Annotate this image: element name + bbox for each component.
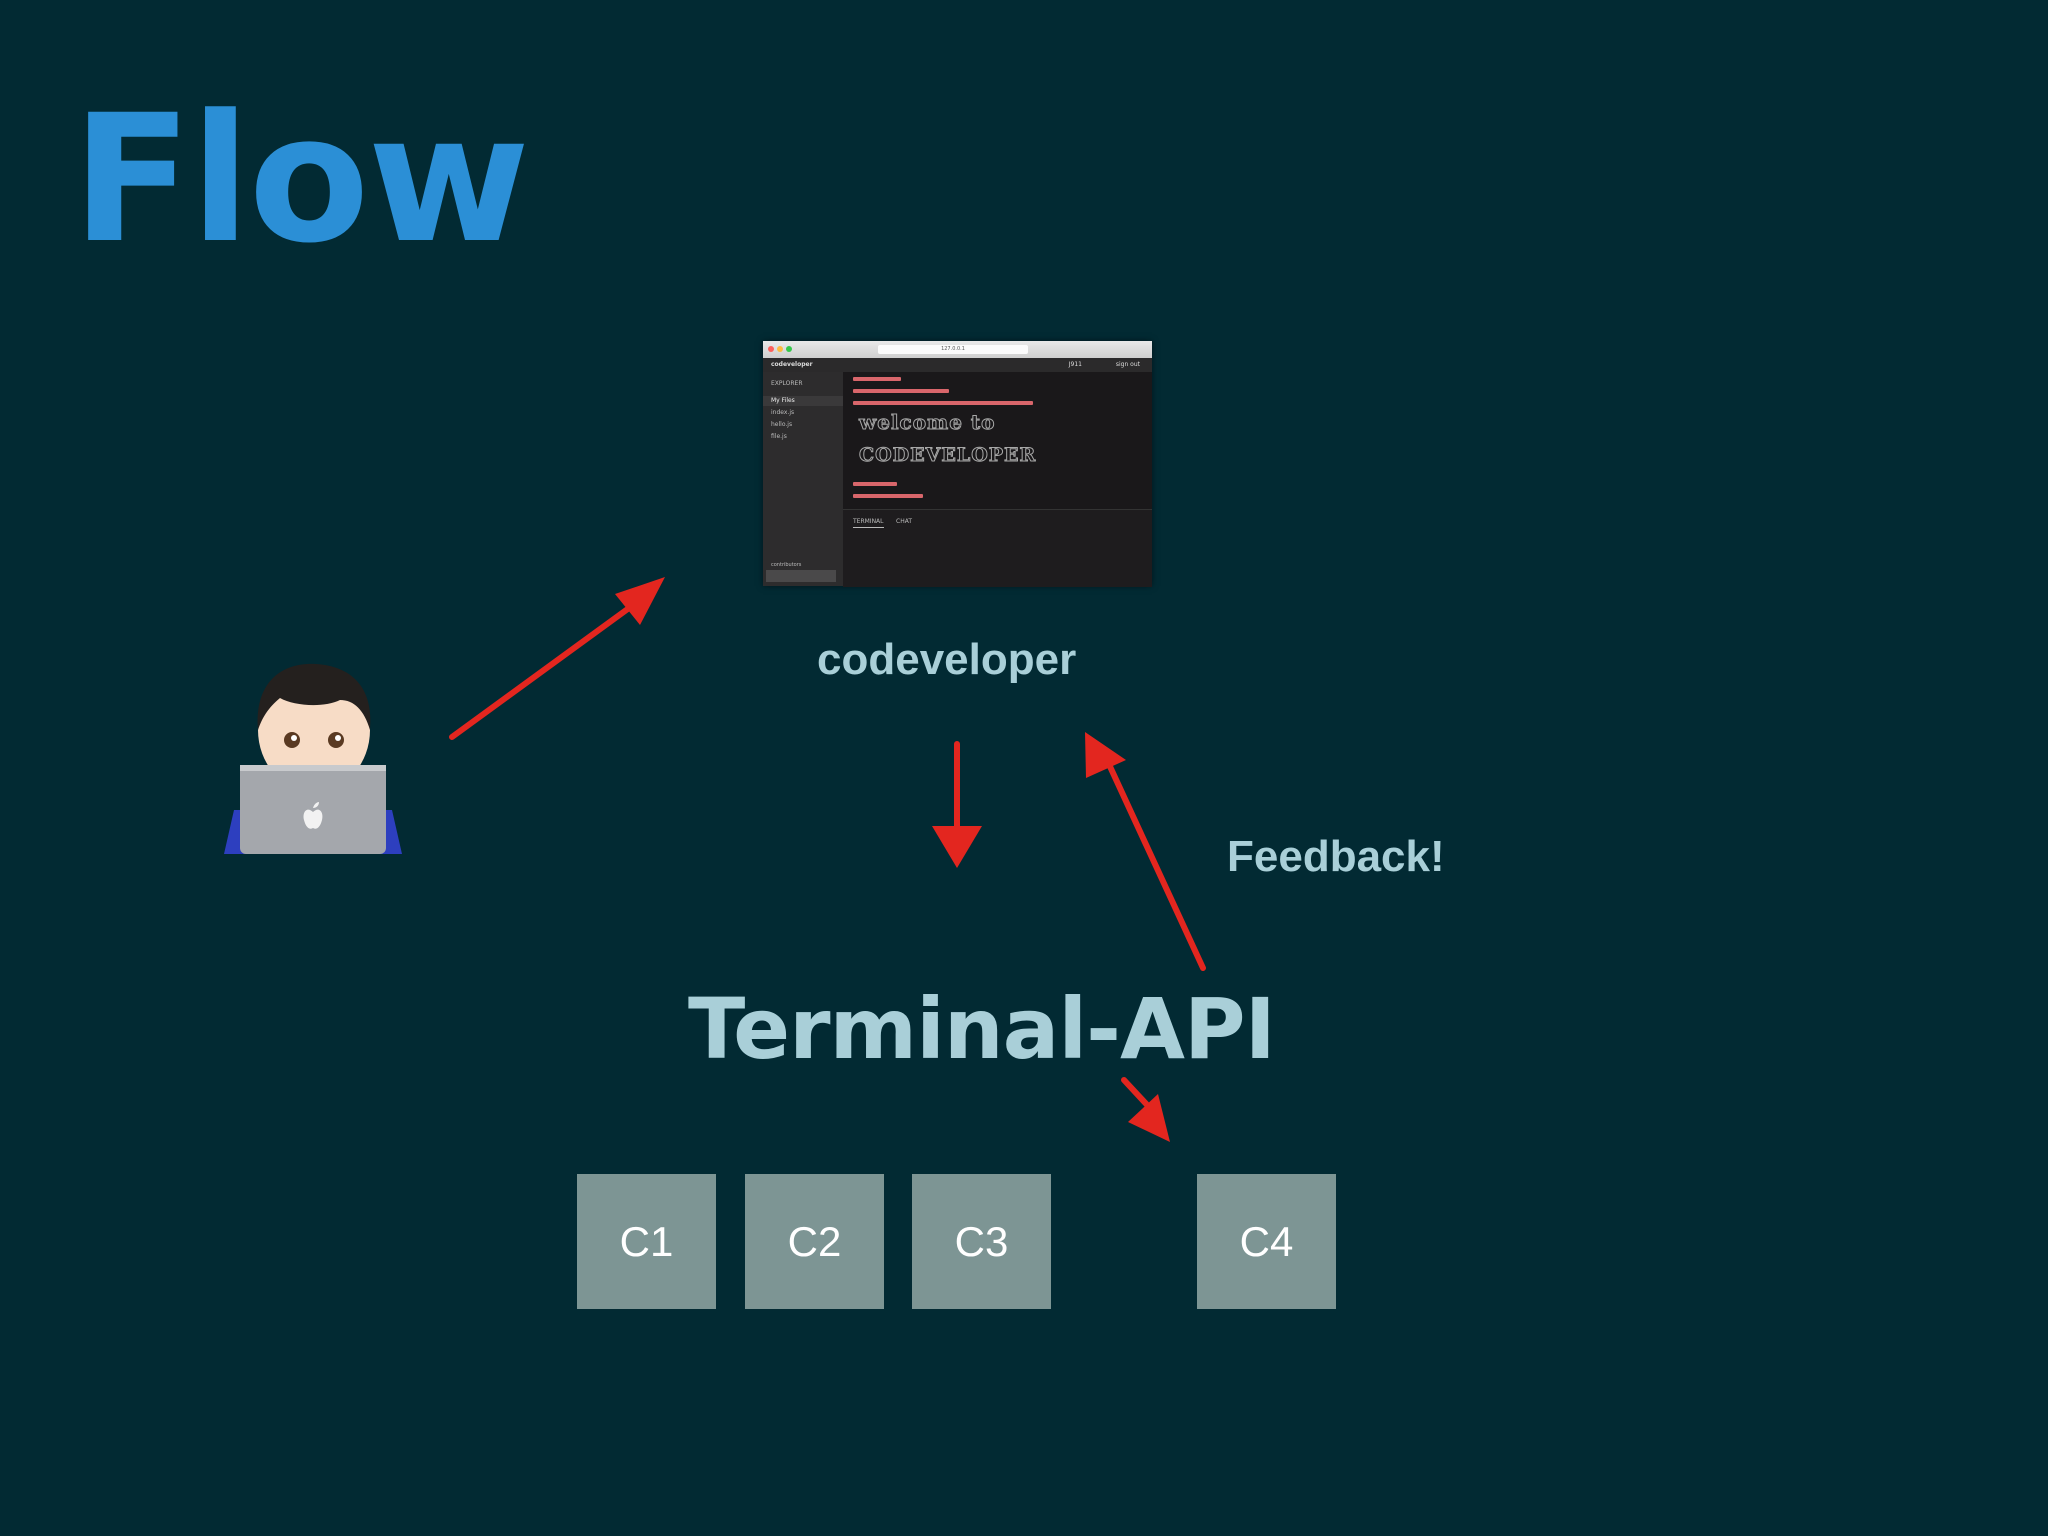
contributors-label: contributors: [771, 562, 802, 568]
feedback-label: Feedback!: [1227, 832, 1445, 881]
user-name: J911: [1068, 361, 1082, 368]
terminal-api-label: Terminal-API: [688, 980, 1276, 1078]
arrow-user-to-codeveloper: [449, 597, 643, 740]
person-with-laptop-icon: [224, 663, 402, 854]
container-c3: C3: [912, 1174, 1051, 1309]
arrow-feedback: [1104, 757, 1206, 971]
ascii-codeveloper: CODEVELOPER: [858, 444, 1037, 467]
tab-terminal: TERMINAL: [853, 518, 884, 528]
container-c2: C2: [745, 1174, 884, 1309]
tab-chat: CHAT: [896, 518, 913, 525]
app-bar: codeveloper J911 sign out: [763, 358, 1152, 372]
ascii-welcome: welcome to: [858, 410, 996, 435]
explorer-header: EXPLORER: [771, 380, 803, 387]
address-bar: 127.0.0.1: [878, 345, 1028, 354]
container-c4: C4: [1197, 1174, 1336, 1309]
maximize-dot-icon: [786, 346, 792, 352]
container-c1: C1: [577, 1174, 716, 1309]
file-item: hello.js: [771, 421, 793, 428]
close-dot-icon: [768, 346, 774, 352]
arrow-api-to-c4: [1121, 1077, 1153, 1111]
file-item: file.js: [771, 433, 787, 440]
code-editor: welcome to CODEVELOPER: [843, 372, 1152, 509]
page-title: Flow: [72, 77, 530, 282]
folder-label: My Files: [771, 397, 795, 404]
sign-out-link: sign out: [1115, 361, 1140, 368]
minimize-dot-icon: [777, 346, 783, 352]
file-item: index.js: [771, 409, 795, 416]
codeveloper-screenshot: 127.0.0.1 codeveloper J911 sign out EXPL…: [763, 341, 1152, 587]
terminal-panel: TERMINAL CHAT: [843, 509, 1152, 587]
app-brand: codeveloper: [771, 361, 813, 368]
codeveloper-label: codeveloper: [817, 635, 1077, 684]
explorer-sidebar: EXPLORER My Files index.js hello.js file…: [763, 372, 843, 586]
